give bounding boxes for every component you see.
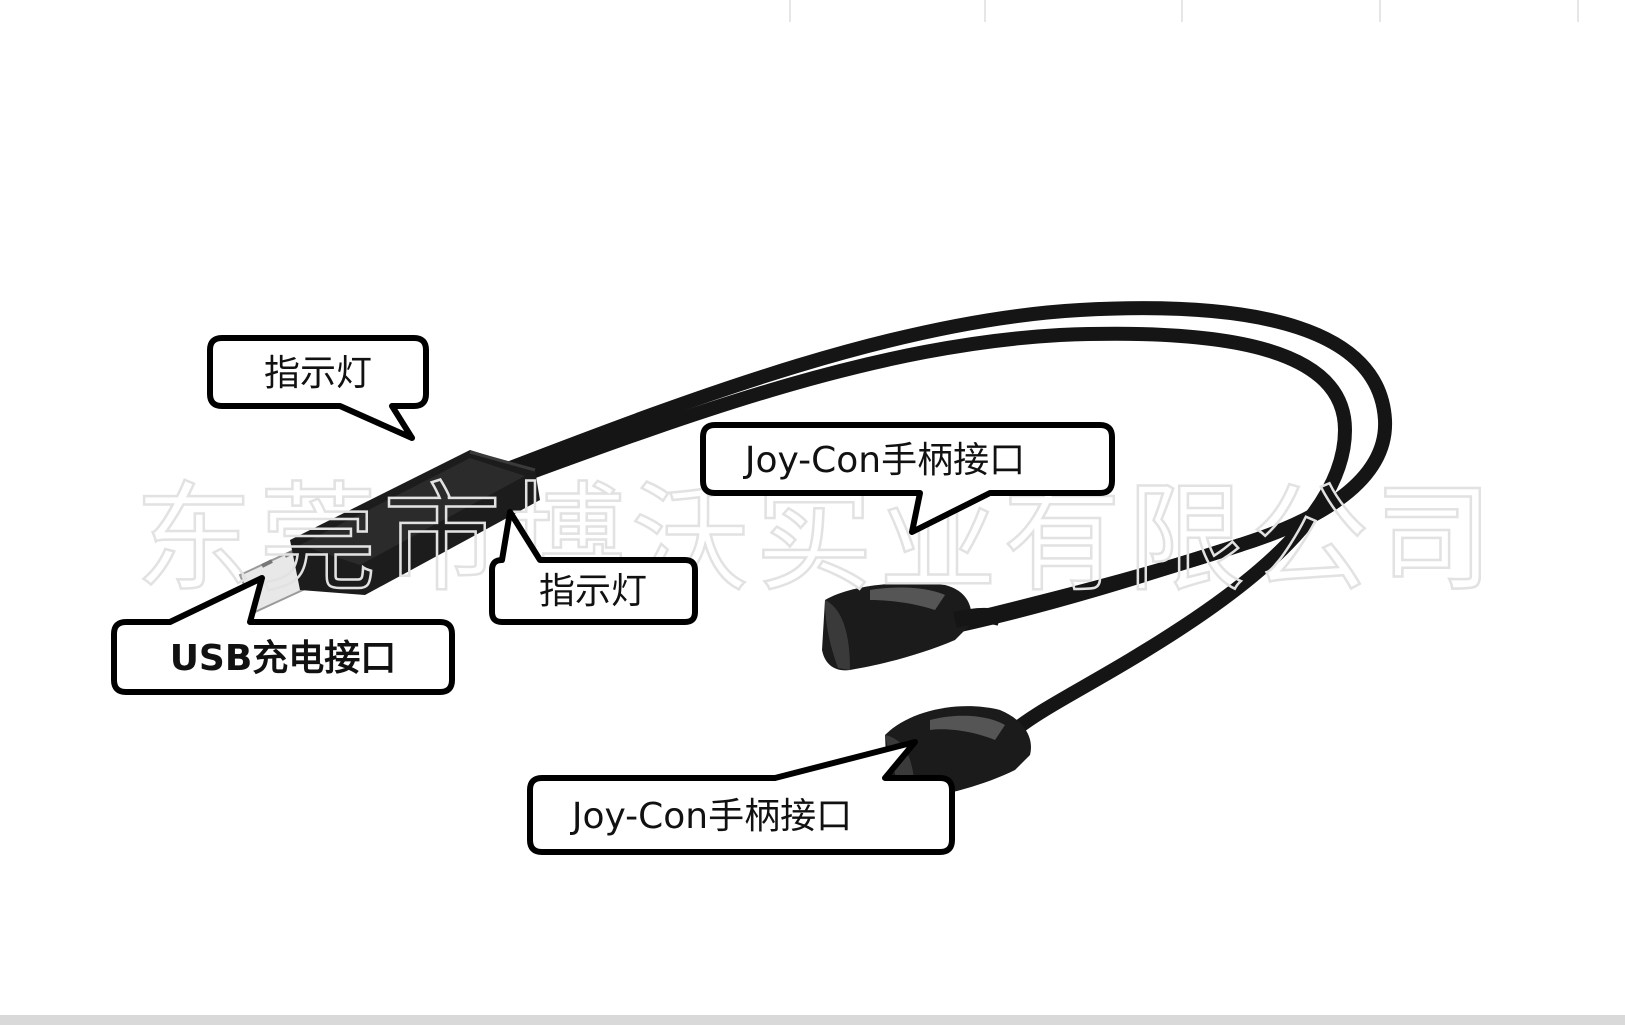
callout-indicator-top: 指示灯 — [207, 335, 429, 441]
callout-usb-port: USB充电接口 — [111, 575, 455, 695]
callout-joycon-upper-label: Joy-Con手柄接口 — [743, 440, 1025, 481]
callout-joycon-upper: Joy-Con手柄接口 — [700, 422, 1115, 535]
callout-joycon-lower: Joy-Con手柄接口 — [527, 739, 955, 855]
joycon-connector-upper — [822, 583, 1003, 671]
bottom-scroll-bar — [0, 1015, 1625, 1025]
callout-indicator-mid: 指示灯 — [489, 509, 698, 625]
top-grid-ticks — [789, 0, 1579, 22]
callout-indicator-mid-label: 指示灯 — [539, 571, 647, 612]
callout-indicator-top-label: 指示灯 — [264, 353, 372, 394]
callout-usb-port-label: USB充电接口 — [170, 638, 397, 679]
callout-joycon-lower-label: Joy-Con手柄接口 — [570, 796, 852, 837]
cable-upper-inner — [503, 326, 1353, 737]
